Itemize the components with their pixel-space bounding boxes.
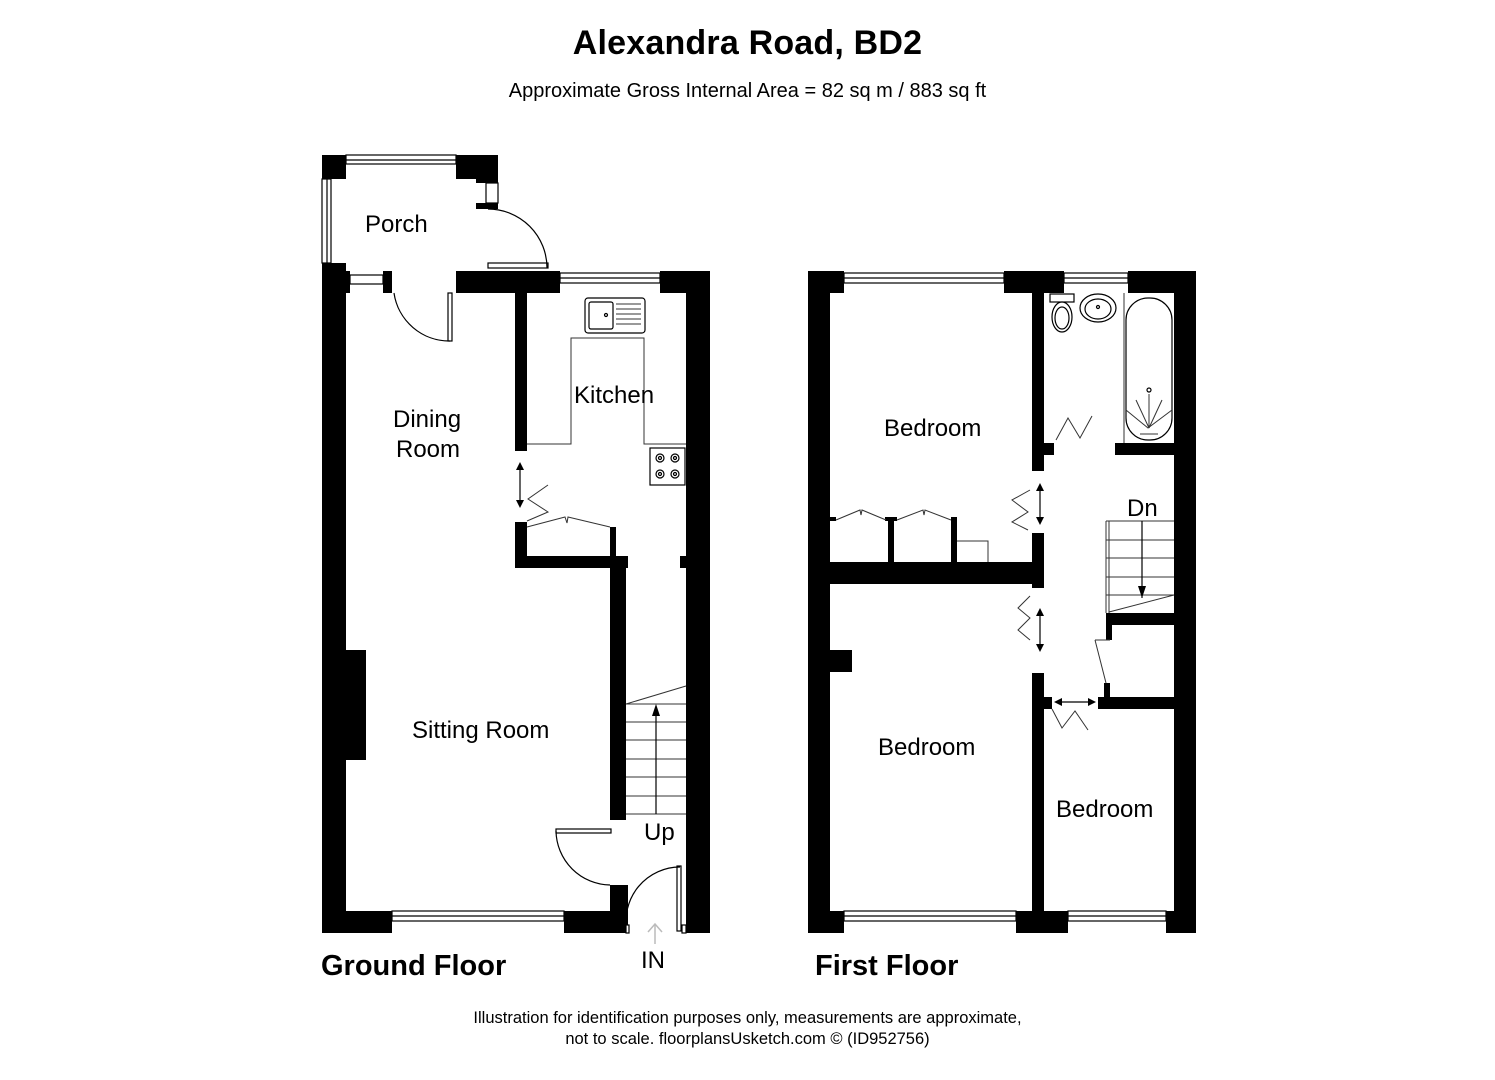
kitchen-bifold-door[interactable] bbox=[516, 462, 550, 522]
bathroom-bifold-door[interactable] bbox=[1055, 415, 1093, 441]
disclaimer-line1: Illustration for identification purposes… bbox=[473, 1009, 1022, 1027]
front-bedroom-label: Bedroom bbox=[884, 415, 981, 442]
washbasin-icon bbox=[1079, 293, 1117, 323]
porch-door[interactable] bbox=[487, 208, 549, 269]
front-bedroom-door[interactable] bbox=[1010, 483, 1044, 531]
sitting-room-door[interactable] bbox=[555, 828, 612, 886]
porch-label: Porch bbox=[365, 211, 428, 238]
landing-cupboard-door[interactable] bbox=[1094, 639, 1110, 684]
first-floor-walls bbox=[808, 271, 1196, 933]
small-bedroom-label: Bedroom bbox=[1056, 796, 1153, 823]
disclaimer-line2: not to scale. floorplansUsketch.com © (I… bbox=[565, 1030, 930, 1048]
first-floor-label: First Floor bbox=[815, 950, 959, 982]
kitchen-worktop bbox=[527, 337, 686, 445]
bathtub-icon bbox=[1123, 293, 1173, 443]
toilet-icon bbox=[1049, 293, 1075, 333]
porch-windows bbox=[321, 154, 499, 285]
ground-floor-plan: Porch Dining Room Kitchen Sitting Room U… bbox=[321, 154, 710, 974]
gross-area: Approximate Gross Internal Area = 82 sq … bbox=[508, 80, 987, 102]
cupboard-doors[interactable] bbox=[526, 516, 611, 528]
stairs-up-arrow-icon bbox=[652, 704, 660, 716]
ground-walls bbox=[322, 271, 710, 933]
first-floor-windows bbox=[843, 272, 1167, 922]
wardrobe-doors[interactable] bbox=[835, 509, 989, 562]
first-floor-stairs bbox=[1105, 520, 1175, 613]
entrance-label: IN bbox=[641, 947, 665, 974]
first-floor-plan: Bedroom Bedroom Bedroom Dn bbox=[808, 271, 1196, 933]
porch-walls bbox=[322, 155, 498, 293]
dining-room-label-line1: Dining bbox=[393, 406, 461, 433]
plan-title: Alexandra Road, BD2 bbox=[572, 24, 923, 62]
stairs-down-label: Dn bbox=[1127, 495, 1158, 522]
dining-door[interactable] bbox=[393, 292, 453, 342]
entrance-arrow-icon bbox=[647, 922, 663, 944]
dining-room-label-line2: Room bbox=[396, 436, 460, 463]
sitting-room-label: Sitting Room bbox=[412, 717, 549, 744]
ground-floor-label: Ground Floor bbox=[321, 950, 507, 982]
disclaimer: Illustration for identification purposes… bbox=[0, 1008, 1495, 1050]
stairs-up-label: Up bbox=[644, 819, 675, 846]
stairs-down-arrow-icon bbox=[1138, 586, 1146, 598]
ground-windows bbox=[391, 272, 661, 922]
rear-bedroom-door[interactable] bbox=[1017, 595, 1044, 652]
kitchen-sink-icon bbox=[584, 297, 646, 334]
hob-icon bbox=[649, 447, 686, 486]
ground-stairs bbox=[625, 685, 687, 815]
kitchen-label: Kitchen bbox=[574, 382, 654, 409]
front-door[interactable] bbox=[625, 865, 687, 934]
rear-bedroom-label: Bedroom bbox=[878, 734, 975, 761]
small-bedroom-door[interactable] bbox=[1051, 698, 1096, 731]
